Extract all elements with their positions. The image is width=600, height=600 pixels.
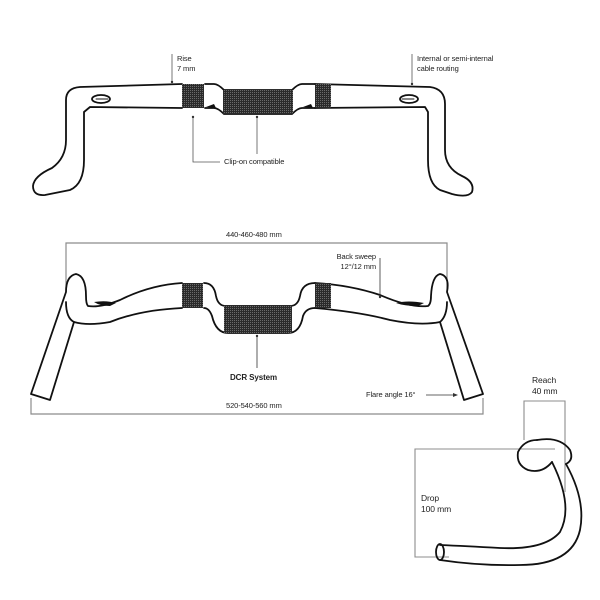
dcr-system-label: DCR System	[230, 373, 278, 382]
clip-on-compatible-label: Clip-on compatible	[224, 157, 285, 166]
top-view-tape	[182, 84, 331, 114]
drop-value: 100 mm	[421, 504, 452, 514]
width-top-label: 440-460-480 mm	[226, 230, 282, 239]
top-view-leaders	[171, 54, 413, 163]
reach-label: Reach	[532, 375, 557, 385]
rise-value: 7 mm	[177, 64, 196, 73]
back-sweep-value: 12°/12 mm	[340, 262, 377, 271]
rise-label: Rise	[177, 54, 192, 63]
drop-label: Drop	[421, 493, 440, 503]
front-view-dimension-lines	[30, 242, 484, 415]
width-bottom-label: 520-540-560 mm	[226, 401, 282, 410]
front-view-tape	[94, 283, 424, 333]
cable-routing-label-line2: cable routing	[417, 64, 459, 73]
side-view-handlebar	[435, 438, 583, 567]
front-view-leaders	[256, 258, 455, 396]
side-view-dimension-lines	[414, 400, 566, 558]
flare-angle-label: Flare angle 16°	[366, 390, 416, 399]
cable-routing-label-line1: Internal or semi-internal	[417, 54, 494, 63]
back-sweep-label: Back sweep	[336, 252, 377, 261]
reach-value: 40 mm	[532, 386, 558, 396]
